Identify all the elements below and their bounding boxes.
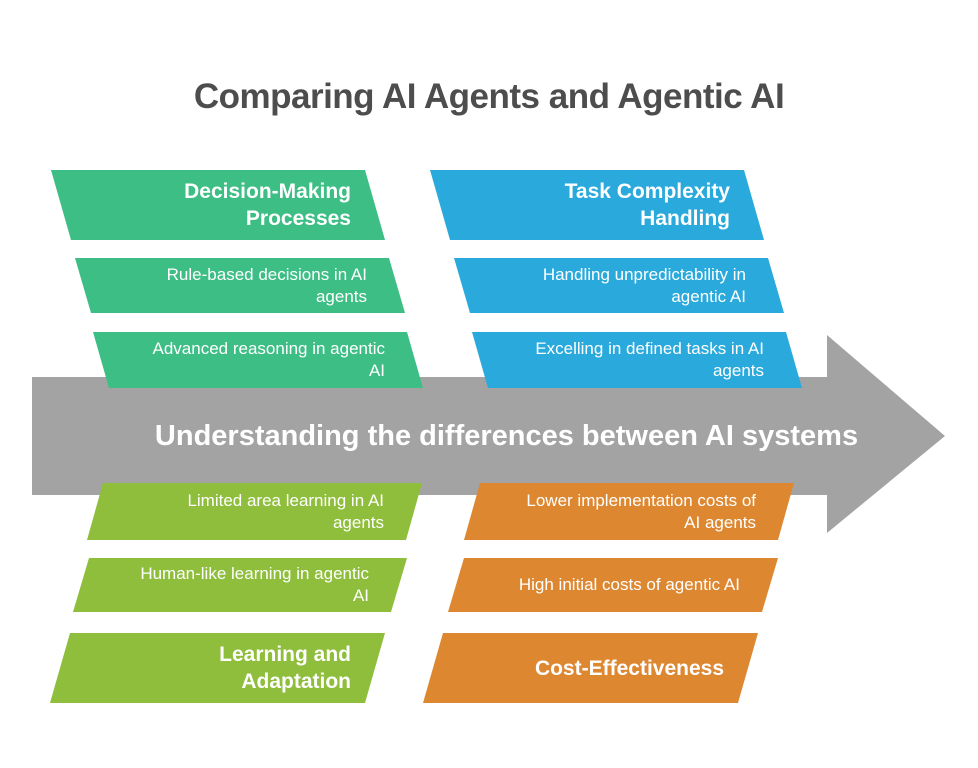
banner-high-initial-costs: High initial costs of agentic AI	[448, 558, 778, 612]
page-title: Comparing AI Agents and Agentic AI	[193, 77, 785, 117]
banner-cost-effectiveness-header: Cost-Effectiveness	[423, 633, 758, 703]
arrow-label: Understanding the differences between AI…	[154, 419, 859, 452]
